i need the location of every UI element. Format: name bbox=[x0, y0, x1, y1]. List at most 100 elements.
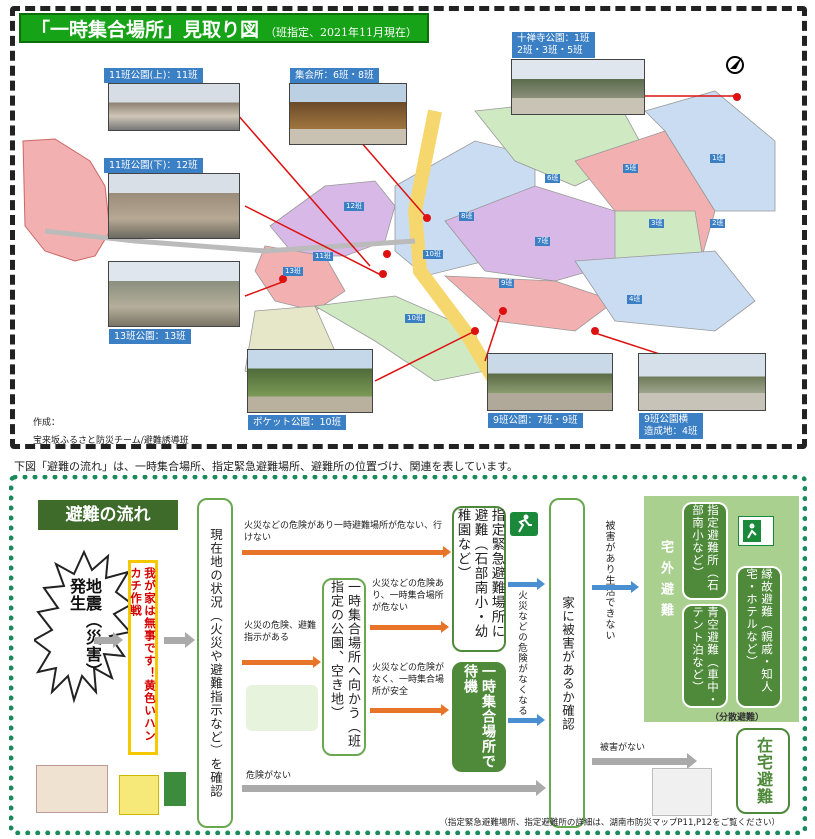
photo-13 bbox=[108, 261, 240, 327]
quake-text: 地震（災害）発生 bbox=[67, 578, 102, 680]
note-temp-safe: 火災などの危険がなく、一時集合場所が安全 bbox=[372, 663, 445, 697]
designated-shelter-text: 指定避難所（石部南小など） bbox=[691, 504, 720, 592]
photo-label-11-upper: 11班公園(上)：11班 bbox=[103, 67, 204, 84]
photo-label-jusenji: 十禅寺公園：1班 2班・3班・5班 bbox=[511, 31, 596, 59]
photo-label-9: 9班公園：7班・9班 bbox=[487, 412, 584, 429]
arrow bbox=[592, 581, 639, 593]
arrow bbox=[370, 704, 449, 716]
flow-title: 避難の流れ bbox=[38, 500, 178, 530]
flow-panel: 避難の流れ 地震（災害）発生 我が家は無事です！黄色いハンカチ作戦 現在地の状況… bbox=[9, 475, 807, 835]
outside-evac-text: 宅外避難 bbox=[658, 540, 673, 624]
note-no-danger: 危険がない bbox=[246, 771, 292, 781]
photo-11-lower bbox=[108, 173, 240, 239]
distributed-label: （分散避難） bbox=[709, 713, 764, 723]
photo-label-meeting: 集会所：6班・8班 bbox=[289, 67, 380, 84]
photo-label-jusenji-line2: 2班・3班・5班 bbox=[517, 45, 583, 56]
designated-emergency-text: 指定緊急避難場所に避難（石部南小・幼稚園など） bbox=[454, 508, 505, 639]
zone-label: 4班 bbox=[627, 295, 643, 304]
zone-label: 13班 bbox=[283, 267, 303, 276]
compass-icon bbox=[726, 56, 744, 74]
blue-sky-box: 青空避難（車中・テント泊など） bbox=[682, 604, 728, 708]
note-fire-unsafe: 火災などの危険があり一時避難場所が危ない、行けない bbox=[244, 521, 443, 543]
photo-label-jusenji-line1: 十禅寺公園：1班 bbox=[517, 33, 590, 44]
go-temp-text: 一時集合場所へ向かう（班指定の公園、空き地） bbox=[328, 580, 360, 748]
zone-label: 8班 bbox=[459, 212, 475, 221]
outside-evac-label: 宅外避難 bbox=[650, 540, 680, 690]
arrow bbox=[592, 753, 697, 769]
safe-home-text: 我が家は無事です！黄色いハンカチ作戦 bbox=[129, 567, 157, 742]
photo-jusenji bbox=[511, 59, 645, 115]
zone-label: 11班 bbox=[313, 252, 333, 261]
blue-sky-text: 青空避難（車中・テント泊など） bbox=[691, 606, 720, 706]
arrow bbox=[242, 656, 321, 668]
photo-pocket bbox=[247, 349, 373, 413]
check-house-text: 家に被害があるか確認 bbox=[560, 595, 575, 731]
zone-label: 1班 bbox=[710, 154, 726, 163]
check-house-box: 家に被害があるか確認 bbox=[549, 498, 585, 828]
wait-temp-text: 一時集合場所で待機 bbox=[462, 664, 496, 769]
photo-label-9-side-line1: 9班公園横 bbox=[644, 414, 689, 425]
zone-label: 7班 bbox=[535, 237, 551, 246]
designated-emergency-box: 指定緊急避難場所に避難（石部南小・幼稚園など） bbox=[452, 506, 506, 652]
photo-label-9-side: 9班公園横 造成地：4班 bbox=[638, 412, 704, 440]
cannot-live-note: 被害があり生活できない bbox=[598, 520, 618, 670]
relative-text: 縁故避難（親戚・知人宅・ホテルなど） bbox=[745, 568, 774, 693]
arrow bbox=[242, 780, 546, 796]
go-temp-box: 一時集合場所へ向かう（班指定の公園、空き地） bbox=[322, 578, 366, 756]
safe-home-box: 我が家は無事です！黄色いハンカチ作戦 bbox=[128, 560, 158, 755]
quake-label: 地震（災害）発生 bbox=[62, 578, 106, 696]
arrow bbox=[508, 578, 545, 590]
flow-footnote: （指定緊急避難場所、指定避難所の詳細は、湖南市防災マップP11,P12をご覧くだ… bbox=[439, 818, 780, 828]
map-title-note: （班指定、2021年11月現在） bbox=[265, 26, 418, 39]
arrow bbox=[164, 632, 195, 648]
photo-label-9-side-line2: 造成地：4班 bbox=[644, 426, 698, 437]
neighborhood-map bbox=[15, 11, 802, 444]
arrow bbox=[242, 546, 451, 558]
yellow-flag-image bbox=[119, 775, 159, 815]
photo-label-pocket: ポケット公園：10班 bbox=[247, 414, 348, 431]
photo-9 bbox=[487, 353, 613, 411]
shelter-exit-icon bbox=[738, 516, 774, 546]
zone-label: 5班 bbox=[623, 164, 639, 173]
photo-label-13: 13班公園：13班 bbox=[108, 328, 192, 345]
map-panel: 「一時集合場所」見取り図 （班指定、2021年11月現在） 11班公園(上)：11… bbox=[10, 6, 807, 449]
house-people-image bbox=[652, 768, 712, 816]
zone-label: 2班 bbox=[710, 219, 726, 228]
photo-9-side bbox=[638, 353, 766, 411]
zone-label: 3班 bbox=[649, 219, 665, 228]
collapsed-house-image bbox=[36, 765, 108, 813]
map-title-text: 「一時集合場所」見取り図 bbox=[31, 19, 260, 41]
wait-temp-box: 一時集合場所で待機 bbox=[452, 662, 506, 772]
arrow bbox=[94, 632, 123, 648]
zone-label: 12班 bbox=[344, 202, 364, 211]
photo-11-upper bbox=[108, 83, 240, 131]
cannot-live-text: 被害があり生活できない bbox=[603, 520, 614, 641]
note-danger-order: 火災の危険、避難指示がある bbox=[244, 621, 317, 643]
map-credit-label: 作成： bbox=[33, 418, 61, 428]
quake-burst-icon bbox=[34, 550, 134, 704]
home-evac-box: 在宅避難 bbox=[736, 728, 790, 814]
photo-meeting bbox=[289, 83, 407, 145]
danger-gone-text: 火災などの危険がなくなる bbox=[516, 590, 527, 716]
arrow bbox=[508, 714, 545, 726]
walking-people-image bbox=[246, 685, 318, 731]
green-sign-image bbox=[164, 772, 186, 806]
home-evac-text: 在宅避難 bbox=[754, 737, 773, 805]
relative-box: 縁故避難（親戚・知人宅・ホテルなど） bbox=[736, 566, 782, 708]
danger-gone-note: 火災などの危険がなくなる bbox=[511, 590, 531, 730]
map-title: 「一時集合場所」見取り図 （班指定、2021年11月現在） bbox=[19, 13, 430, 43]
zone-label: 9班 bbox=[499, 279, 515, 288]
zone-label: 6班 bbox=[545, 174, 561, 183]
flow-caption: 下図「避難の流れ」は、一時集合場所、指定緊急避難場所、避難所の位置づけ、関連を表… bbox=[14, 460, 519, 473]
check-situation-box: 現在地の状況（火災や避難指示など）を確認 bbox=[197, 498, 233, 828]
zone-label: 10班 bbox=[405, 314, 425, 323]
note-no-damage: 被害がない bbox=[600, 743, 646, 753]
zone-label: 10班 bbox=[423, 250, 443, 259]
arrow bbox=[370, 621, 449, 633]
running-exit-icon bbox=[510, 512, 538, 536]
note-temp-danger: 火災などの危険あり、一時集合場所が危ない bbox=[372, 579, 445, 613]
map-credit-name: 宝来坂ふるさと防災チーム/避難誘導班 bbox=[33, 436, 189, 446]
designated-shelter-box: 指定避難所（石部南小など） bbox=[682, 502, 728, 600]
check-situation-text: 現在地の状況（火災や避難指示など）を確認 bbox=[208, 528, 223, 798]
photo-label-11-lower: 11班公園(下)：12班 bbox=[103, 157, 204, 174]
